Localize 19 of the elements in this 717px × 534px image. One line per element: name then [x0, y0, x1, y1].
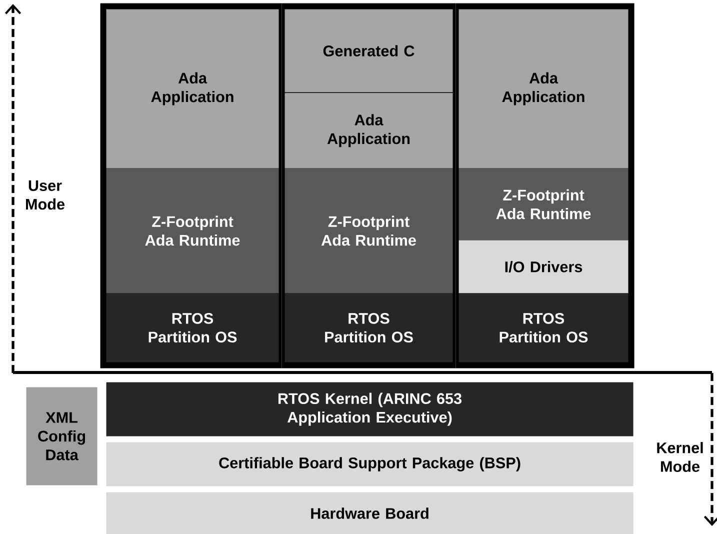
kernel-layer: RTOS Kernel (ARINC 653 Application Executive) — [106, 382, 634, 436]
runtime-layer: Z-Footprint Ada Runtime — [284, 168, 453, 294]
runtime-layer: Z-Footprint Ada Runtime — [106, 168, 279, 294]
hardware-layer: Hardware Board — [106, 492, 634, 534]
application-layer: Ada Application — [106, 9, 279, 168]
mode-label: User Mode — [26, 180, 64, 210]
os-layer: RTOS Partition OS — [284, 293, 453, 362]
os-layer: RTOS Partition OS — [106, 293, 279, 362]
node-label: Generated C — [323, 45, 414, 56]
config-box: XML Config Data — [26, 387, 98, 486]
application-layer: Ada Application — [284, 93, 453, 168]
bsp-layer: Certifiable Board Support Package (BSP) — [106, 442, 634, 486]
driver-layer: I/O Drivers — [458, 240, 628, 294]
mode-label: Kernel Mode — [657, 442, 703, 472]
application-layer: Ada Application — [458, 9, 628, 168]
code-layer: Generated C — [284, 9, 453, 92]
node-label: Ada Application — [327, 114, 410, 148]
runtime-layer: Z-Footprint Ada Runtime — [458, 168, 628, 240]
os-layer: RTOS Partition OS — [458, 293, 628, 362]
